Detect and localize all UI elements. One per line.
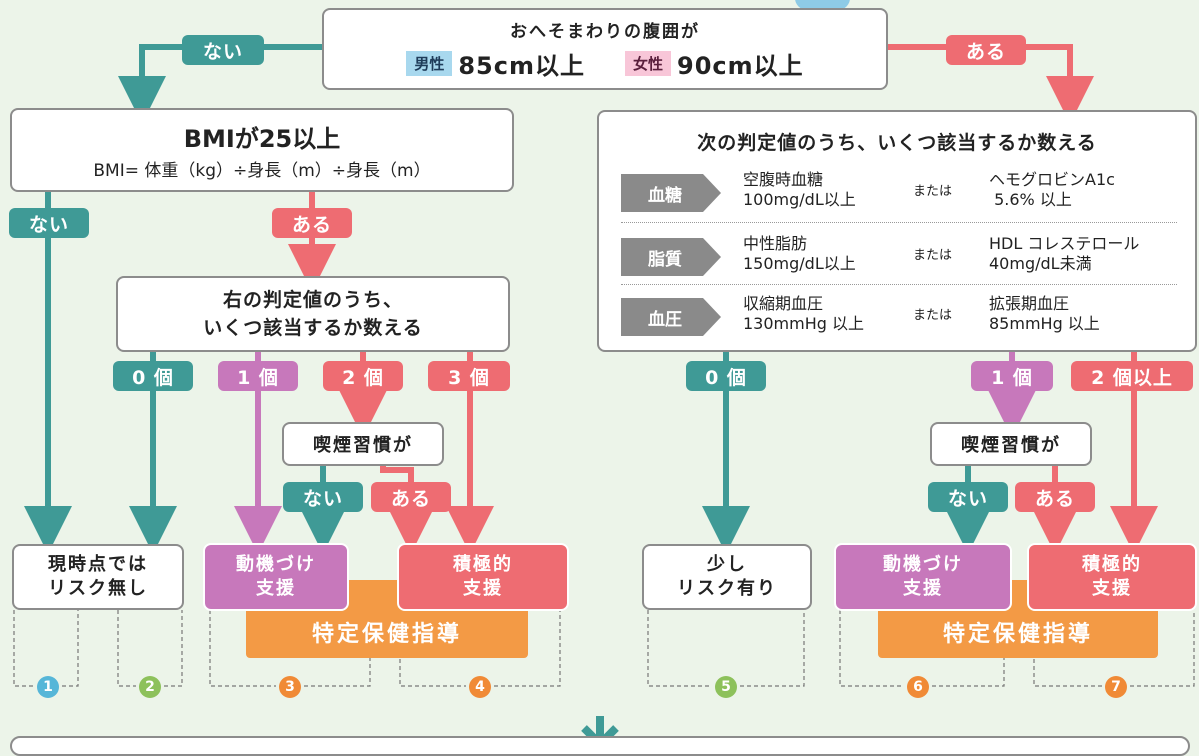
pressure-or: または [913, 308, 953, 323]
bmi-box: BMIが25以上 BMI= 体重（kg）÷身長（m）÷身長（m） [10, 108, 514, 192]
outcome-active-left: 積極的 支援 [397, 543, 569, 611]
outcome-motivation-left: 動機づけ 支援 [203, 543, 349, 611]
lipid-a1: 中性脂肪 [743, 234, 808, 253]
number-7-badge: 7 [1105, 676, 1127, 698]
glucose-or: または [913, 184, 953, 199]
motivation-left-line2: 支援 [256, 578, 296, 599]
some-risk-line2: リスク有り [677, 578, 777, 599]
count-box-left: 右の判定値のうち、 いくつ該当するか数える [116, 276, 510, 352]
active-right-line2: 支援 [1092, 578, 1132, 599]
waist-question-box: おへそまわりの腹囲が 男性 85cm以上 女性 90cm以上 [322, 8, 888, 90]
waist-no-tag: ない [182, 35, 264, 65]
number-6-badge: 6 [907, 676, 929, 698]
glucose-b2: 5.6% 以上 [989, 190, 1072, 209]
smoking-box-left: 喫煙習慣が [282, 422, 444, 466]
smoking-label-right: 喫煙習慣が [961, 435, 1061, 456]
bmi-formula: BMI= 体重（kg）÷身長（m）÷身長（m） [93, 161, 431, 181]
number-4-badge: 4 [469, 676, 491, 698]
criteria-title: 次の判定値のうち、いくつ該当するか数える [697, 132, 1097, 154]
left-count-1-tag: 1 個 [218, 361, 298, 391]
smoking-right-no-tag: ない [928, 482, 1008, 512]
smoking-label-left: 喫煙習慣が [313, 435, 413, 456]
motivation-right-line2: 支援 [903, 578, 943, 599]
smoking-box-right: 喫煙習慣が [930, 422, 1092, 466]
pressure-a2: 130mmHg 以上 [743, 314, 864, 333]
pressure-b2: 85mmHg 以上 [989, 314, 1100, 333]
number-5-badge: 5 [715, 676, 737, 698]
lipid-or: または [913, 248, 953, 263]
active-left-line1: 積極的 [453, 554, 513, 575]
left-count-2-tag: 2 個 [323, 361, 403, 391]
number-3-badge: 3 [279, 676, 301, 698]
motivation-right-line1: 動機づけ [883, 554, 963, 575]
pressure-a1: 収縮期血圧 [743, 294, 824, 313]
lipid-b1: HDL コレステロール [989, 234, 1140, 253]
no-risk-line2: リスク無し [48, 578, 148, 599]
count-left-line1: 右の判定値のうち、 [222, 289, 403, 311]
pressure-tag: 血圧 [621, 298, 721, 336]
glucose-b1: ヘモグロビンA1c [989, 170, 1115, 189]
waist-yes-tag: ある [946, 35, 1026, 65]
outcome-motivation-right: 動機づけ 支援 [834, 543, 1012, 611]
outcome-active-right: 積極的 支援 [1027, 543, 1197, 611]
glucose-tag: 血糖 [621, 174, 721, 212]
lipid-a2: 150mg/dL以上 [743, 254, 856, 273]
guidance-label-right: 特定保健指導 [942, 622, 1093, 647]
criteria-divider [621, 284, 1177, 285]
outcome-some-risk: 少し リスク有り [642, 544, 812, 610]
number-1-badge: 1 [37, 676, 59, 698]
female-value: 90cm以上 [677, 52, 804, 80]
male-label: 男性 [406, 51, 453, 76]
male-value: 85cm以上 [458, 52, 585, 80]
active-left-line2: 支援 [463, 578, 503, 599]
criteria-divider [621, 222, 1177, 223]
pressure-b1: 拡張期血圧 [989, 294, 1070, 313]
result-box [10, 736, 1190, 756]
glucose-a2: 100mg/dL以上 [743, 190, 856, 209]
some-risk-line1: 少し [707, 554, 747, 575]
lipid-tag: 脂質 [621, 238, 721, 276]
left-count-3-tag: 3 個 [428, 361, 510, 391]
female-label: 女性 [625, 51, 672, 76]
waist-question-text: おへそまわりの腹囲が [510, 22, 700, 42]
count-left-line2: いくつ該当するか数える [203, 317, 423, 339]
right-count-1-tag: 1 個 [971, 361, 1053, 391]
guidance-label-left: 特定保健指導 [311, 622, 462, 647]
smoking-left-no-tag: ない [283, 482, 363, 512]
bmi-title: BMIが25以上 [183, 125, 341, 153]
bmi-yes-tag: ある [272, 208, 352, 238]
motivation-left-line1: 動機づけ [236, 554, 316, 575]
lipid-b2: 40mg/dL未満 [989, 254, 1092, 273]
smoking-left-yes-tag: ある [371, 482, 451, 512]
no-risk-line1: 現時点では [48, 554, 148, 575]
number-2-badge: 2 [139, 676, 161, 698]
glucose-a1: 空腹時血糖 [743, 170, 824, 189]
smoking-right-yes-tag: ある [1015, 482, 1095, 512]
left-count-0-tag: 0 個 [113, 361, 193, 391]
bmi-no-tag: ない [9, 208, 89, 238]
active-right-line1: 積極的 [1082, 554, 1142, 575]
decorative-blue-shape [795, 0, 850, 10]
right-count-2plus-tag: 2 個以上 [1071, 361, 1193, 391]
right-count-0-tag: 0 個 [686, 361, 766, 391]
outcome-no-risk: 現時点では リスク無し [12, 544, 184, 610]
